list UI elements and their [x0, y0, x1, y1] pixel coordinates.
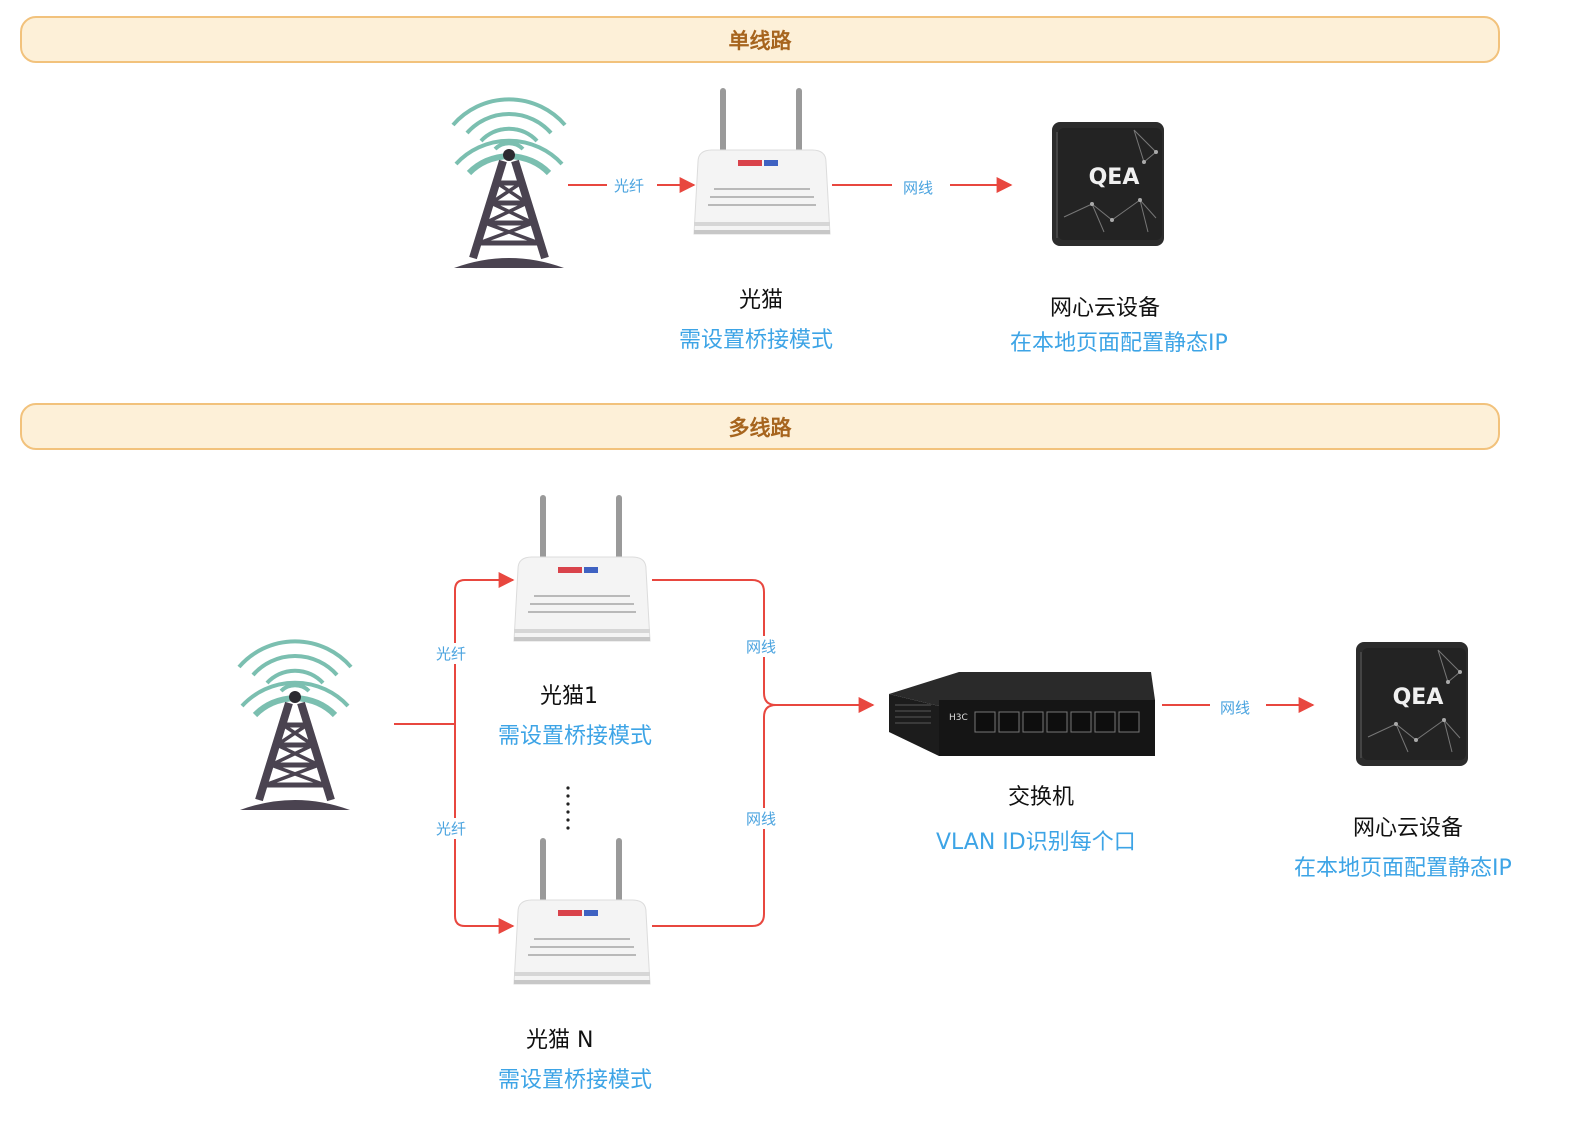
cable-label-bottom: 网线 — [742, 808, 781, 829]
cable-label-device: 网线 — [1216, 697, 1255, 718]
device-note-multi: 在本地页面配置静态IP — [1294, 856, 1512, 881]
cable-label: 网线 — [899, 177, 938, 198]
fiber-link-top — [454, 572, 515, 724]
fiber-link-bottom — [454, 724, 515, 934]
multi-line-banner: 多线路 — [20, 403, 1500, 450]
fiber-label-top: 光纤 — [432, 643, 471, 664]
fiber-label: 光纤 — [610, 175, 649, 196]
single-line-banner: 单线路 — [20, 16, 1500, 63]
cable-label-top: 网线 — [742, 636, 781, 657]
modem-note: 需设置桥接模式 — [679, 328, 834, 353]
device-name: 网心云设备 — [1050, 296, 1161, 321]
svg-text:H3C: H3C — [949, 713, 968, 723]
optical-modem-icon — [513, 837, 651, 985]
radio-tower-icon — [453, 99, 565, 268]
device-name-multi: 网心云设备 — [1353, 816, 1464, 841]
modemN-name: 光猫 N — [526, 1028, 594, 1053]
ellipsis-dots — [566, 786, 570, 830]
modem1-name: 光猫1 — [540, 684, 598, 709]
cloud-device-icon — [1355, 641, 1469, 767]
device-note: 在本地页面配置静态IP — [1010, 331, 1228, 356]
optical-modem-icon — [693, 87, 831, 235]
modemN-note: 需设置桥接模式 — [498, 1068, 653, 1093]
switch-note: VLAN ID识别每个口 — [936, 830, 1136, 855]
network-switch-icon: H3C — [889, 672, 1155, 756]
modem1-note: 需设置桥接模式 — [498, 724, 653, 749]
multi-line-title: 多线路 — [728, 415, 792, 440]
optical-modem-icon — [513, 494, 651, 642]
cable-link-bottom — [652, 704, 777, 927]
single-line-title: 单线路 — [728, 28, 792, 53]
radio-tower-icon — [239, 641, 351, 810]
switch-name: 交换机 — [1008, 785, 1075, 810]
fiber-label-bottom: 光纤 — [432, 818, 471, 839]
cloud-device-icon — [1051, 121, 1165, 247]
cable-link-top — [652, 579, 777, 706]
modem-name: 光猫 — [739, 288, 784, 313]
